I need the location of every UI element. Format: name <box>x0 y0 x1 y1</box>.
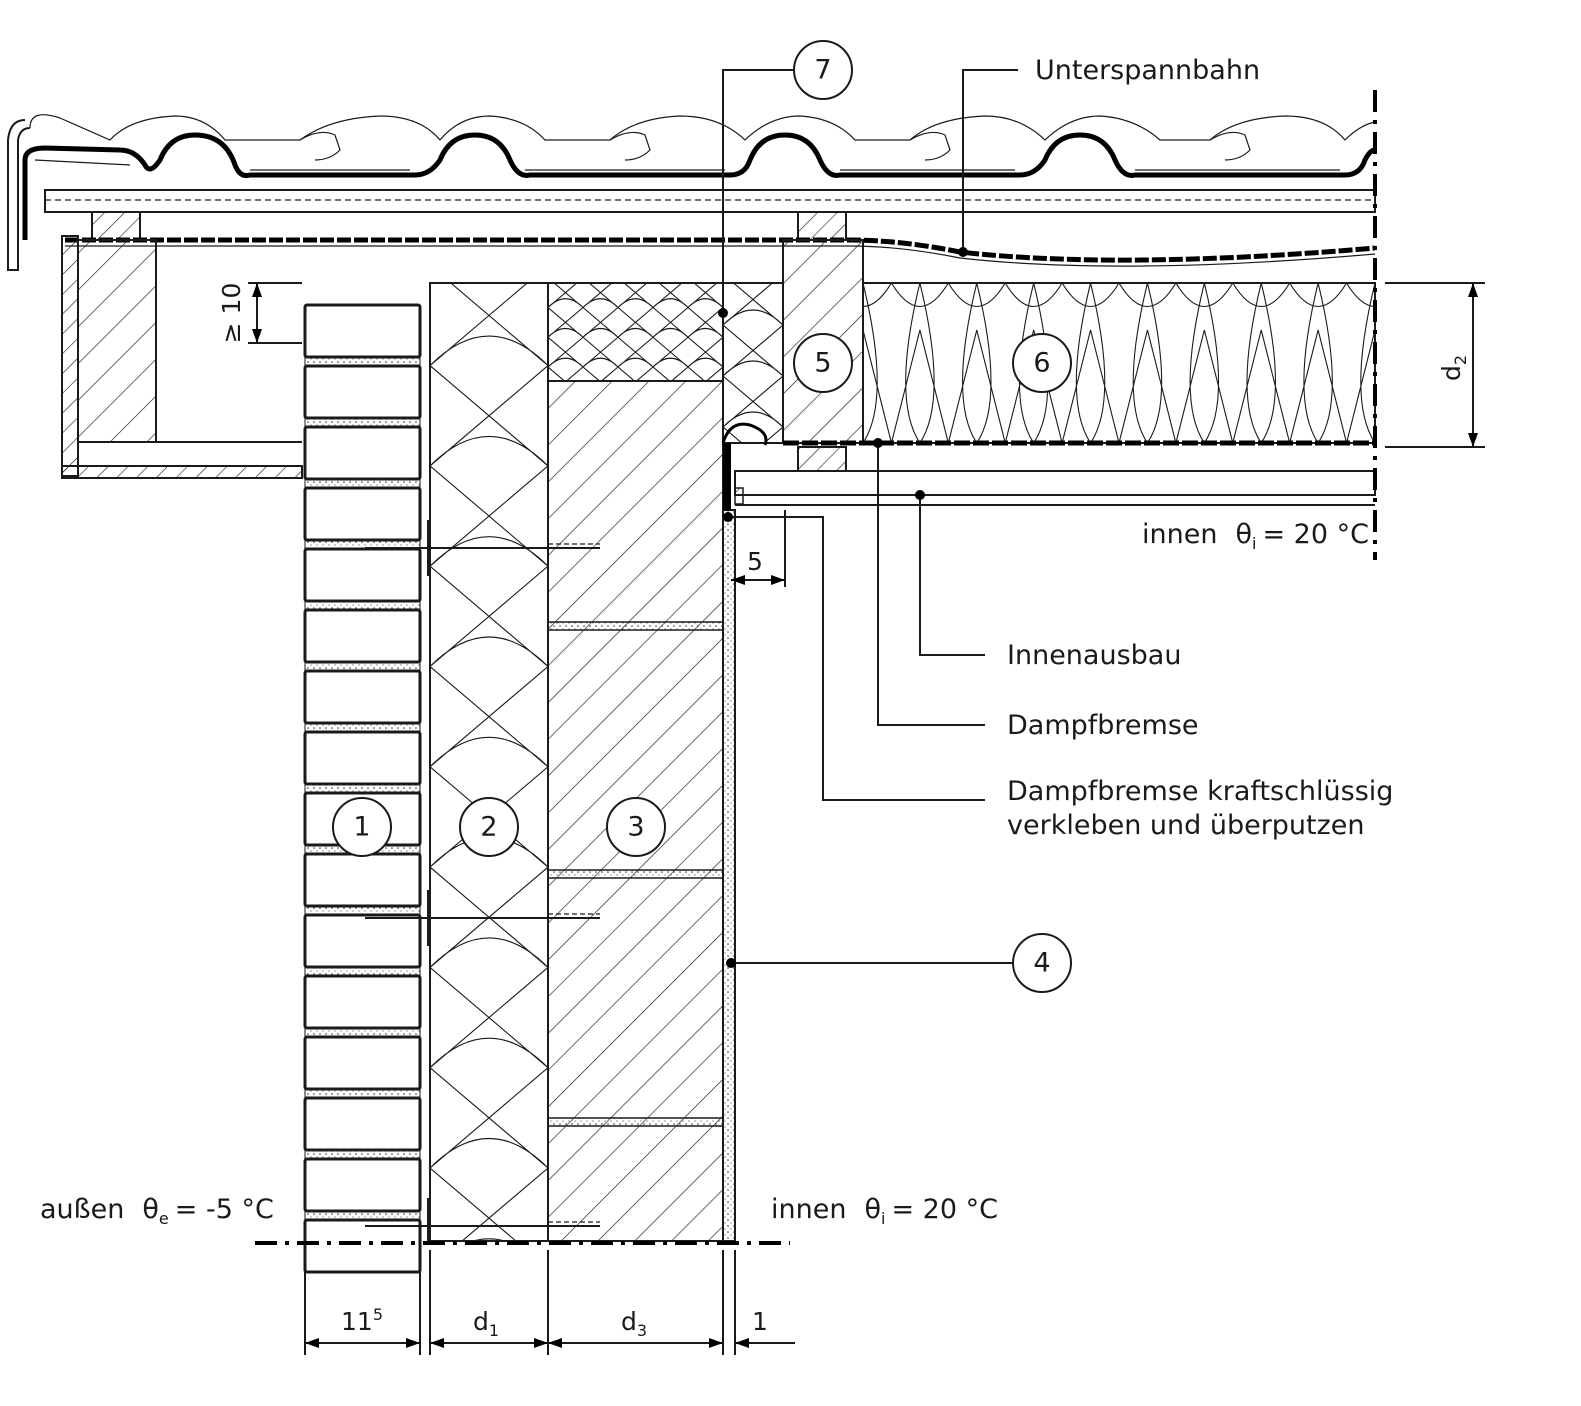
temp-word: innen <box>771 1194 846 1225</box>
temp-value: = 20 °C <box>891 1194 998 1225</box>
callout-1-label: 1 <box>353 812 370 843</box>
vapour-barrier-and-lining <box>721 422 1376 506</box>
dim-d3: d3 <box>621 1307 647 1340</box>
dim-min-gap: ≥ 10 <box>217 283 246 344</box>
interior-plaster-layer <box>722 443 736 1242</box>
brick-facing-layer <box>303 303 422 1274</box>
callout-6: 6 <box>1012 333 1072 393</box>
underlay-membrane <box>65 237 1376 263</box>
theta-subscript: e <box>159 1209 169 1228</box>
wall-ties <box>365 520 600 1241</box>
dimension-lines <box>248 282 1485 1355</box>
dim-d2: d2 <box>1437 355 1470 381</box>
callout-1: 1 <box>332 797 392 857</box>
dim-d1: d1 <box>473 1307 499 1340</box>
callout-6-label: 6 <box>1033 348 1050 379</box>
callout-4: 4 <box>1012 933 1072 993</box>
break-lines <box>255 90 1377 1245</box>
top-insulation-band <box>547 282 784 444</box>
temp-value: = -5 °C <box>175 1194 274 1225</box>
callout-5: 5 <box>793 333 853 393</box>
theta-symbol: θ <box>142 1194 159 1225</box>
callout-2: 2 <box>459 797 519 857</box>
eaves-fascia <box>61 235 303 479</box>
theta-subscript: i <box>1252 534 1256 553</box>
callout-3: 3 <box>606 797 666 857</box>
temp-word: außen <box>40 1194 124 1225</box>
label-dampfbremse: Dampfbremse <box>1007 710 1199 741</box>
label-dampfbremse-verkleben-1: Dampfbremse kraftschlüssig <box>1007 776 1393 807</box>
dim-plaster: 1 <box>752 1307 768 1336</box>
theta-symbol: θ <box>1235 519 1252 550</box>
theta-subscript: i <box>881 1209 885 1228</box>
roof-insulation-layer <box>862 282 1376 444</box>
temp-value: = 20 °C <box>1262 519 1369 550</box>
callout-5-label: 5 <box>814 348 831 379</box>
callout-2-label: 2 <box>480 812 497 843</box>
label-dampfbremse-verkleben-2: verkleben und überputzen <box>1007 810 1365 841</box>
temp-word: innen <box>1142 519 1217 550</box>
label-unterspannbahn: Unterspannbahn <box>1035 55 1260 86</box>
theta-symbol: θ <box>864 1194 881 1225</box>
roof-tiles <box>7 114 1376 271</box>
callout-4-label: 4 <box>1033 948 1050 979</box>
callout-7-label: 7 <box>814 55 831 86</box>
leader-lines <box>718 69 1018 968</box>
callout-3-label: 3 <box>627 812 644 843</box>
dim-brick-width: 115 <box>341 1305 383 1336</box>
core-insulation-layer <box>429 282 549 1242</box>
dim-overlap: 5 <box>747 547 763 576</box>
callout-7: 7 <box>793 40 853 100</box>
label-innenausbau: Innenausbau <box>1007 640 1181 671</box>
